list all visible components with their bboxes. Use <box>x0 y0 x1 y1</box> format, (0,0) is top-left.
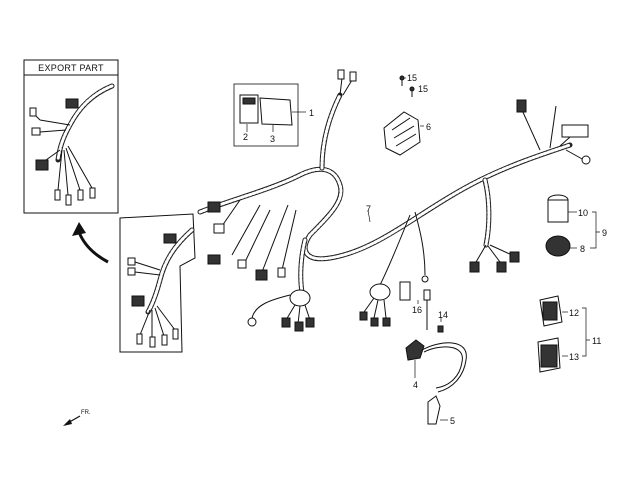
callout-2: 2 <box>243 132 248 142</box>
callout-12: 12 <box>569 308 579 318</box>
part-plug-4: 4 5 <box>405 339 467 426</box>
part-relays-11: 12 13 11 <box>537 295 601 373</box>
callout-1: 1 <box>309 108 314 118</box>
callout-3: 3 <box>270 134 275 144</box>
part-14-16: 14 16 <box>412 289 448 333</box>
direction-label: FR. <box>81 410 91 416</box>
callout-13: 13 <box>569 352 579 362</box>
callout-7: 7 <box>366 204 371 214</box>
front-direction-arrow: FR. <box>63 410 91 426</box>
part-switch-9: 10 8 9 <box>545 194 607 257</box>
main-wire-harness <box>197 69 591 332</box>
callout-9: 9 <box>602 228 607 238</box>
part-box-1: 1 2 3 <box>233 83 314 147</box>
detail-arrow <box>72 222 109 264</box>
callout-7-group: 7 <box>366 204 371 223</box>
callout-14: 14 <box>438 310 448 320</box>
callout-10: 10 <box>578 208 588 218</box>
callout-5: 5 <box>450 416 455 426</box>
export-part-inset: EXPORT PART <box>23 59 119 214</box>
callout-11: 11 <box>592 336 601 346</box>
callout-6: 6 <box>426 122 431 132</box>
inset-title: EXPORT PART <box>38 63 104 73</box>
callout-15b: 15 <box>418 84 428 94</box>
callout-8: 8 <box>580 244 585 254</box>
callout-4: 4 <box>413 380 418 390</box>
part-regulator-6: 6 15 15 <box>383 73 431 156</box>
detail-frame <box>119 213 196 353</box>
callout-15a: 15 <box>407 73 417 83</box>
callout-16: 16 <box>412 305 422 315</box>
